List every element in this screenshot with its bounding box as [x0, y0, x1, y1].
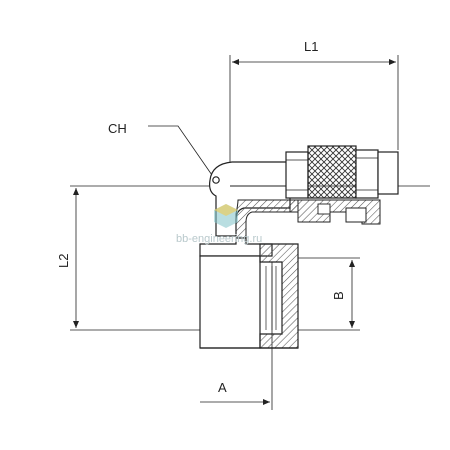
watermark: bb-engineering.ru: [176, 204, 262, 245]
body-right-section: [259, 243, 299, 349]
nut-hex-left: [285, 151, 309, 199]
body-left-half: [199, 255, 261, 349]
ch-detail-circle: [212, 176, 220, 184]
ch-leader-line: [148, 125, 215, 179]
dimension-b: [298, 257, 360, 331]
threaded-body: [199, 237, 299, 349]
union-nut: [285, 145, 399, 225]
dimension-b-label: B: [331, 291, 346, 300]
tube-end: [377, 151, 399, 195]
dimension-l1: [229, 55, 399, 170]
elbow-section-hatch: [235, 199, 299, 241]
fitting-body: [209, 161, 299, 241]
knurled-sleeve: [307, 145, 357, 199]
ch-label: CH: [108, 121, 127, 136]
thread-lines: [265, 266, 277, 330]
dimension-a-label: A: [218, 380, 227, 395]
dimension-l2-label: L2: [56, 254, 71, 268]
nut-hex-right: [355, 149, 379, 199]
watermark-text: bb-engineering.ru: [176, 233, 262, 245]
dimension-l1-label: L1: [304, 39, 318, 54]
